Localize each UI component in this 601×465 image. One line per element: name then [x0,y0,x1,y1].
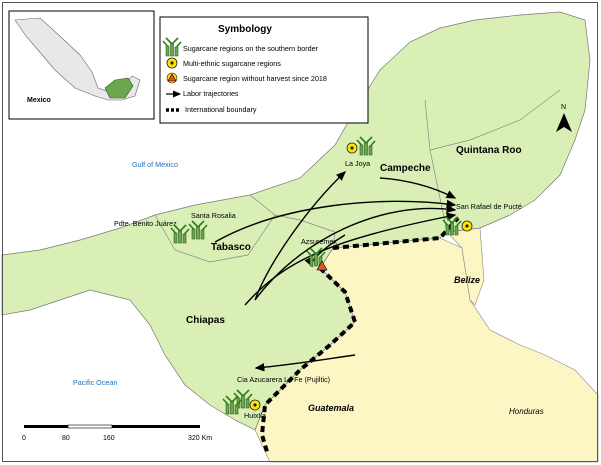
region-campeche: Campeche [380,163,431,174]
scale-tick: 320 Km [188,435,212,442]
region-guatemala: Guatemala [308,403,354,413]
legend-title: Symbology [218,24,272,35]
legend-item-label: Sugarcane region without harvest since 2… [183,74,327,83]
state-lines [154,89,561,263]
site-label: La Joya [345,159,370,168]
site-la-fe: Cia Azucarera La Fe (Pujiltic) [233,375,330,409]
mexico-land [1,11,591,431]
north-arrow-icon: N [556,104,572,132]
region-honduras: Honduras [509,407,544,416]
region-belize: Belize [454,275,480,285]
inset-label: Mexico [27,97,51,104]
no-harvest-triangle-icon [316,260,328,271]
scale-tick: 0 [22,435,26,442]
region-quintana-roo: Quintana Roo [456,145,522,156]
gulf-label: Gulf of Mexico [132,160,178,169]
site-label: Huixtla [244,411,266,420]
site-san-rafael: San Rafael de Pucté [442,202,522,236]
site-pdte-benito: Pdte. Benito Juárez [114,219,190,244]
site-label: Azsuremex [301,237,337,246]
pacific-label: Pacific Ocean [73,378,117,387]
legend-item-label: Multi-ethnic sugarcane regions [183,59,281,68]
scale-tick: 80 [62,435,70,442]
site-label: Cia Azucarera La Fe (Pujiltic) [237,375,330,384]
multiethnic-marker-icon [249,399,261,411]
site-label: San Rafael de Pucté [456,202,522,211]
scale-bar: 0 80 160 320 Km [22,424,212,442]
region-chiapas: Chiapas [186,315,225,326]
site-label: Santa Rosalia [191,211,236,220]
site-la-joya: La Joya [345,136,376,168]
multiethnic-marker-icon [346,142,358,154]
site-azsuremex: Azsuremex [301,237,337,271]
legend-item-label: International boundary [185,105,257,114]
site-huixtla: Huixtla [222,395,266,420]
region-tabasco: Tabasco [211,242,251,253]
legend-item-label: Labor trajectories [183,89,239,98]
svg-text:N: N [561,104,566,111]
legend: Symbology Sugarcane regions on the south… [159,16,369,124]
site-santa-rosalia: Santa Rosalia [188,211,236,240]
no-harvest-triangle-icon [166,72,178,84]
legend-item-label: Sugarcane regions on the southern border [183,44,319,53]
multiethnic-marker-icon [461,220,473,232]
multiethnic-marker-icon [166,57,178,69]
site-label: Pdte. Benito Juárez [114,219,177,228]
inset-map: Mexico [8,10,155,120]
scale-tick: 160 [103,435,115,442]
